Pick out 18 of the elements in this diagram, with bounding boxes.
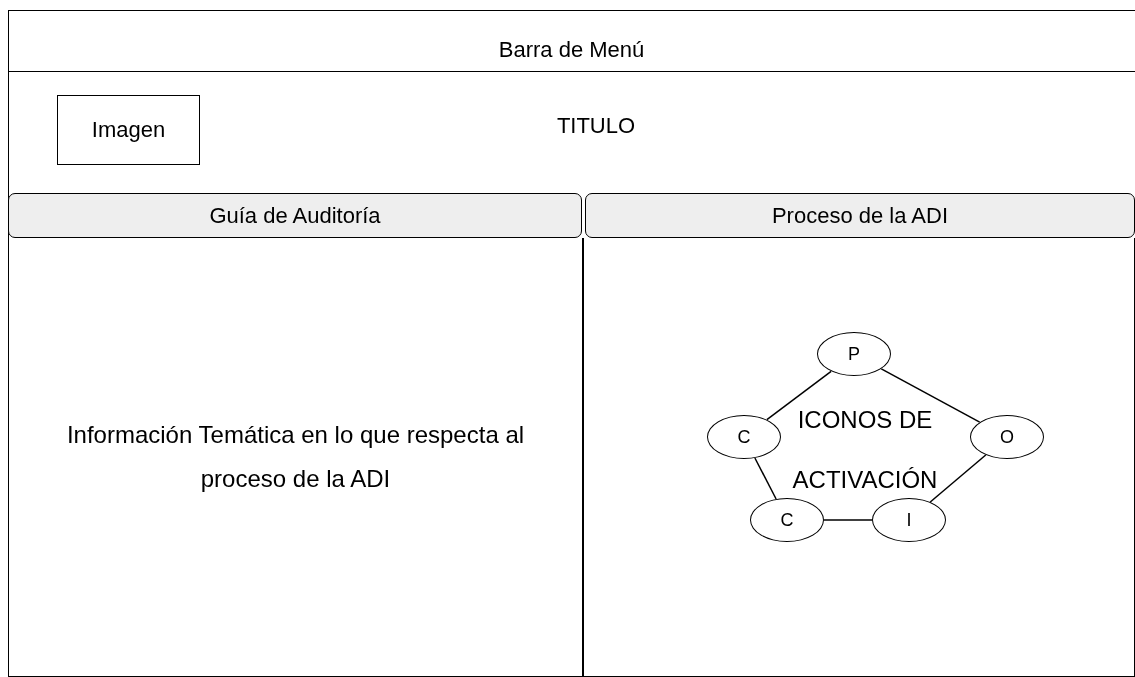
activation-icon: C	[750, 498, 824, 542]
content-panel	[583, 238, 1135, 677]
image-frame: Imagen	[57, 95, 200, 165]
activation-icon: C	[707, 415, 781, 459]
connector-line	[880, 368, 981, 423]
activation-icon: O	[970, 415, 1044, 459]
menu-bar: Barra de Menú	[8, 10, 1135, 72]
connector-line	[823, 519, 873, 521]
activation-icon: P	[817, 332, 891, 376]
tab: Proceso de la ADI	[585, 193, 1135, 238]
connector-line	[766, 370, 832, 421]
tab: Guía de Auditoría	[8, 193, 582, 238]
connector-line	[754, 457, 777, 500]
connector-line	[929, 454, 987, 503]
diagram-label: ICONOS DE ACTIVACIÓN	[791, 405, 939, 495]
activation-icon: I	[872, 498, 946, 542]
page-title: TITULO	[555, 112, 637, 140]
content-panel: Información Temática en lo que respecta al proceso de la ADI	[8, 238, 583, 677]
